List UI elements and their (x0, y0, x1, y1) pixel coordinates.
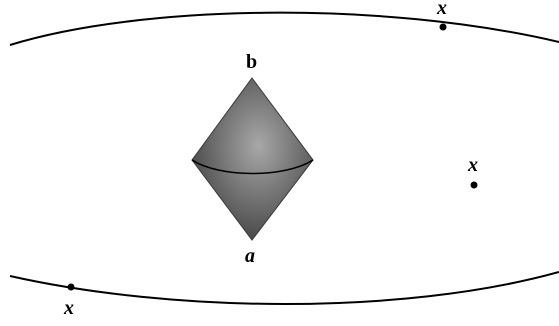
upper-curve-point (439, 23, 447, 31)
lower-boundary-curve (9, 271, 559, 305)
lower-point-label: x (63, 297, 74, 319)
upper-boundary-curve (9, 11, 559, 46)
lower-curve-point (67, 283, 75, 291)
interior-point-label: x (467, 154, 478, 176)
interior-point (470, 181, 478, 189)
upper-point-label: x (436, 0, 447, 19)
vertex-a-label: a (245, 245, 255, 267)
diamond-equator-curve (191, 159, 314, 175)
vertex-b-label: b (246, 51, 257, 73)
diamond-shape (191, 77, 314, 241)
